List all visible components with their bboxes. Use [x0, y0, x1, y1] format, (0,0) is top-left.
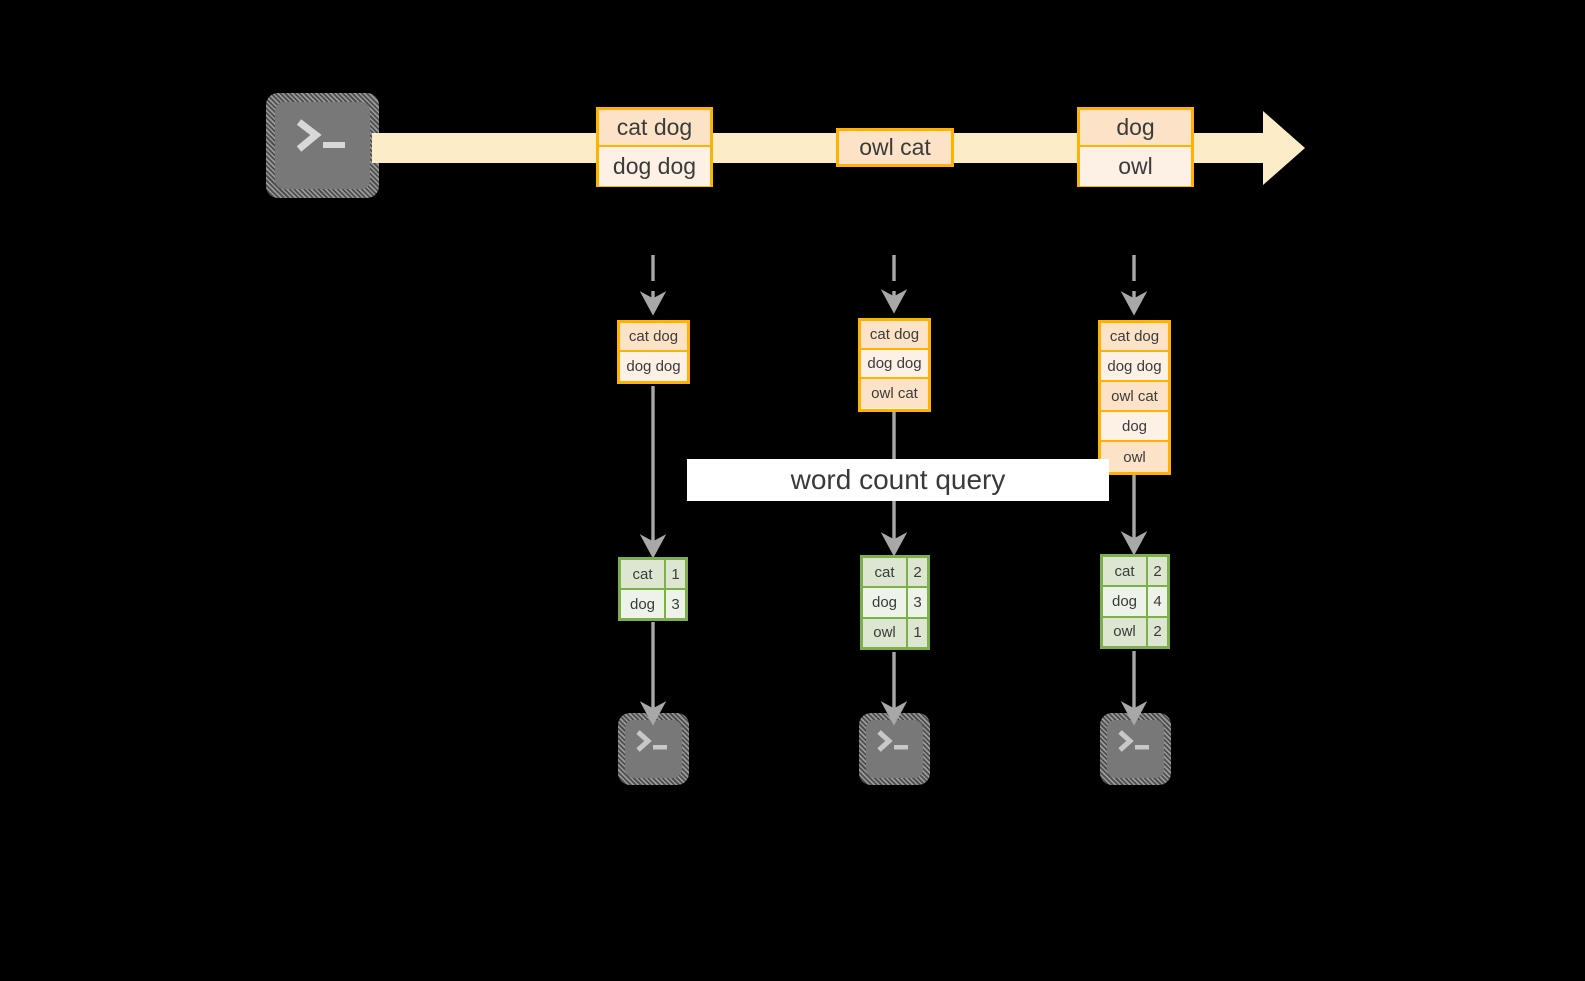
result-count: 1	[908, 618, 927, 647]
stream-record: dog dog	[599, 147, 710, 186]
sink-terminal-icon-1	[618, 713, 689, 785]
sink-terminal-icon-2	[859, 713, 930, 785]
result-word: owl	[863, 618, 908, 647]
table-row: dog 4	[1103, 587, 1167, 618]
result-word: cat	[1103, 557, 1148, 586]
stream-group-2: owl cat	[836, 128, 954, 167]
terminal-prompt-glyph	[296, 119, 345, 152]
snapshot-table-2: cat dog dog dog owl cat	[858, 318, 931, 412]
result-count: 1	[666, 560, 685, 588]
table-row: dog 3	[621, 590, 685, 618]
snapshot-row: dog dog	[620, 352, 687, 381]
source-terminal-icon	[266, 93, 379, 198]
query-label-text: word count query	[790, 464, 1006, 495]
snapshot-row: cat dog	[1101, 323, 1168, 352]
table-row: owl 2	[1103, 617, 1167, 646]
stream-record: cat dog	[599, 110, 710, 147]
result-word: dog	[621, 590, 666, 618]
result-count: 2	[1148, 557, 1167, 586]
terminal-prompt-glyph	[1118, 730, 1149, 752]
stream-record: owl	[1080, 147, 1191, 186]
snapshot-row: owl cat	[861, 379, 928, 408]
snapshot-table-1: cat dog dog dog	[617, 320, 690, 384]
snapshot-row: cat dog	[861, 321, 928, 350]
result-count: 2	[1148, 617, 1167, 646]
query-label-band: word count query	[687, 459, 1109, 501]
result-word: cat	[621, 560, 666, 588]
snapshot-row: cat dog	[620, 323, 687, 352]
terminal-face	[275, 102, 370, 189]
snapshot-row: dog dog	[861, 350, 928, 379]
result-count: 3	[666, 590, 685, 618]
result-table-2: cat 2 dog 3 owl 1	[860, 555, 930, 650]
result-count: 4	[1148, 587, 1167, 616]
snapshot-row: dog	[1101, 412, 1168, 442]
table-row: cat 2	[863, 558, 927, 589]
stream-group-3: dog owl	[1077, 107, 1194, 187]
result-table-3: cat 2 dog 4 owl 2	[1100, 554, 1170, 649]
table-row: dog 3	[863, 588, 927, 619]
stream-group-1: cat dog dog dog	[596, 107, 713, 187]
snapshot-table-3: cat dog dog dog owl cat dog owl	[1098, 320, 1171, 475]
table-row: owl 1	[863, 618, 927, 647]
stream-record: owl cat	[839, 131, 951, 164]
stream-record: dog	[1080, 110, 1191, 147]
result-word: dog	[863, 588, 908, 617]
snapshot-row: dog dog	[1101, 352, 1168, 382]
terminal-prompt-glyph	[877, 730, 908, 752]
result-table-1: cat 1 dog 3	[618, 557, 688, 621]
result-word: dog	[1103, 587, 1148, 616]
result-count: 2	[908, 558, 927, 587]
result-word: cat	[863, 558, 908, 587]
table-row: cat 2	[1103, 557, 1167, 588]
result-count: 3	[908, 588, 927, 617]
result-word: owl	[1103, 617, 1148, 646]
table-row: cat 1	[621, 560, 685, 590]
terminal-prompt-glyph	[636, 730, 667, 752]
snapshot-row: owl	[1101, 442, 1168, 472]
snapshot-row: owl cat	[1101, 382, 1168, 412]
